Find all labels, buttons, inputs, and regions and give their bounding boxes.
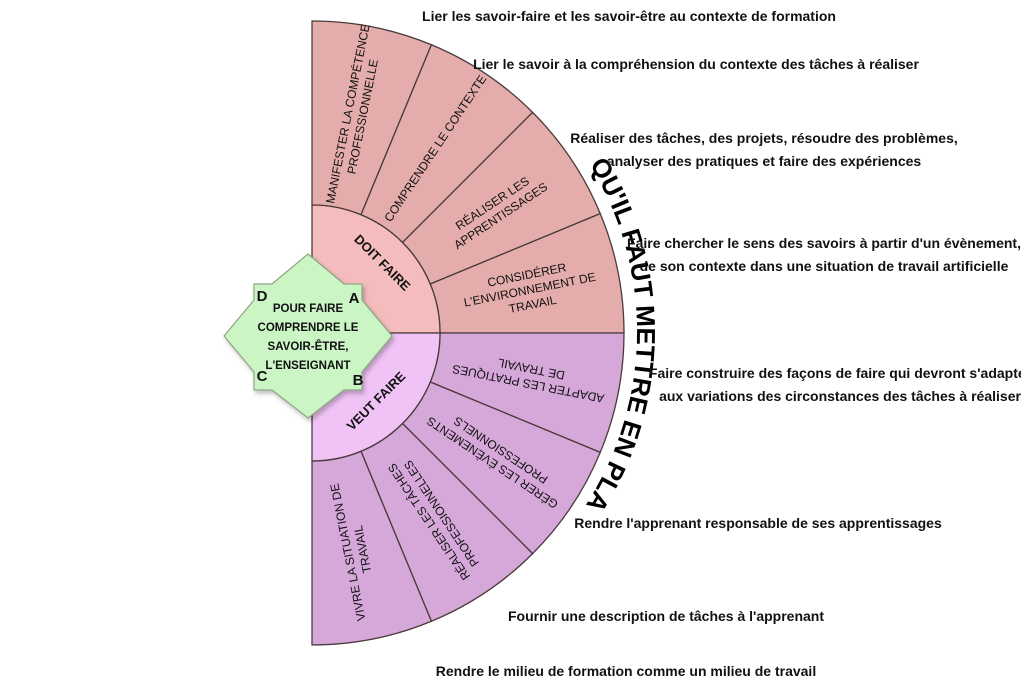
annotation-line: Faire chercher le sens des savoirs à par… — [627, 235, 1021, 251]
annotation-line: Rendre le milieu de formation comme un m… — [436, 663, 816, 679]
annotation-line: analyser des pratiques et faire des expé… — [607, 153, 922, 169]
annotation-line: Fournir une description de tâches à l'ap… — [508, 608, 824, 624]
center-badge: POUR FAIRE COMPRENDRE LE SAVOIR-ÊTRE, L'ENS… — [223, 253, 393, 419]
center-text-line: L'ENSEIGNANT — [265, 360, 350, 372]
annotation-line: Rendre l'apprenant responsable de ses ap… — [574, 515, 942, 531]
annotation-4: Faire chercher le sens des savoirs à par… — [627, 235, 1021, 274]
corner-d: D — [257, 288, 268, 305]
annotations: Lier les savoir-faire et les savoir-être… — [422, 8, 1021, 679]
annotation-line: Lier le savoir à la compréhension du con… — [473, 56, 919, 72]
annotation-line: Réaliser des tâches, des projets, résoud… — [570, 130, 958, 146]
annotation-line: aux variations des circonstances des tâc… — [659, 388, 1021, 404]
corner-c: C — [257, 368, 268, 385]
corner-b: B — [353, 372, 364, 389]
annotation-line: Lier les savoir-faire et les savoir-être… — [422, 8, 836, 24]
annotation-5: Faire construire des façons de faire qui… — [649, 365, 1021, 404]
annotation-line: Faire construire des façons de faire qui… — [649, 365, 1021, 381]
annotation-1: Lier les savoir-faire et les savoir-être… — [422, 8, 836, 24]
fan-wedges — [311, 20, 625, 646]
annotation-7: Fournir une description de tâches à l'ap… — [508, 608, 824, 624]
center-shape — [223, 253, 393, 419]
annotation-line: de son contexte dans une situation de tr… — [640, 258, 1009, 274]
annotation-6: Rendre l'apprenant responsable de ses ap… — [574, 515, 942, 531]
center-text-line: COMPRENDRE LE — [258, 322, 359, 334]
center-text-line: SAVOIR-ÊTRE, — [268, 340, 349, 353]
center-text: POUR FAIRE COMPRENDRE LE SAVOIR-ÊTRE, L'ENS… — [258, 303, 359, 372]
center-text-line: POUR FAIRE — [273, 303, 344, 315]
annotation-2: Lier le savoir à la compréhension du con… — [473, 56, 919, 72]
annotation-3: Réaliser des tâches, des projets, résoud… — [570, 130, 958, 169]
annotation-8: Rendre le milieu de formation comme un m… — [436, 663, 816, 679]
corner-a: A — [349, 290, 360, 307]
